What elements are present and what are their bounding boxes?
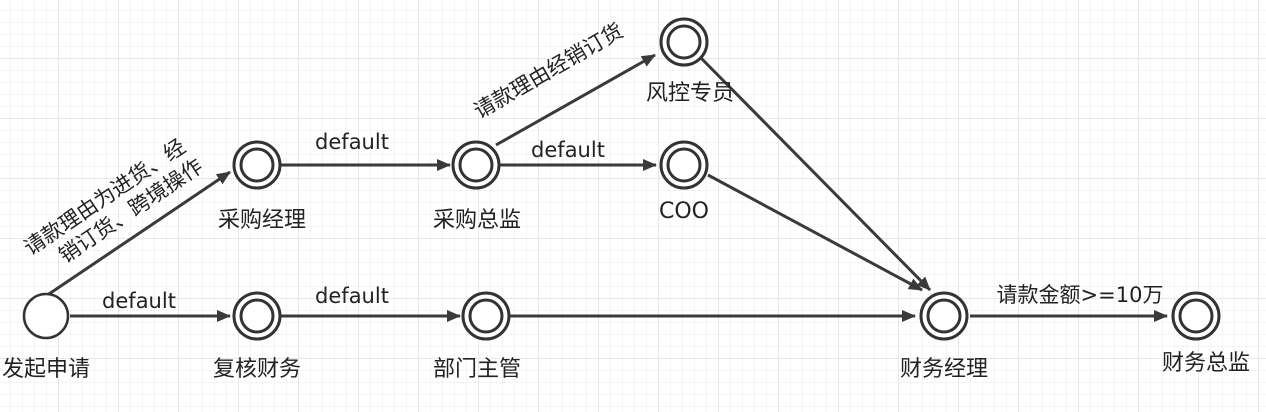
edge-coo-to-finance-manager — [707, 173, 923, 292]
node-risk-officer — [659, 17, 709, 67]
node-coo — [659, 140, 709, 190]
edge-purchase-director-to-risk-officer — [495, 53, 656, 147]
node-finance-manager — [919, 291, 969, 341]
edge-risk-officer-to-finance-manager — [699, 56, 932, 292]
label-review-finance: 复核财务 — [213, 357, 301, 382]
label-purchase-manager: 采购经理 — [218, 208, 306, 233]
node-purchase-director — [451, 140, 501, 190]
node-inner-ring — [468, 298, 504, 334]
node-inner-ring — [239, 147, 275, 183]
edge-label-start-to-review-finance: default — [102, 289, 176, 313]
edge-label-purchase-director-to-risk-officer: 请款理由经销订货 — [470, 19, 627, 124]
label-finance-manager: 财务经理 — [900, 357, 988, 382]
node-inner-ring — [666, 24, 702, 60]
edge-start-to-purchase-manager — [45, 170, 231, 298]
label-purchase-director: 采购总监 — [433, 208, 521, 233]
node-inner-ring — [1178, 298, 1214, 334]
edge-label-finance-manager-to-finance-director: 请款金额>=10万 — [997, 283, 1164, 307]
node-inner-ring — [926, 298, 962, 334]
node-review-finance — [232, 291, 282, 341]
node-finance-director — [1171, 291, 1221, 341]
node-inner-ring — [239, 298, 275, 334]
label-risk-officer: 风控专员 — [646, 81, 734, 106]
label-dept-head: 部门主管 — [433, 357, 521, 382]
label-coo: COO — [659, 199, 709, 224]
label-start: 发起申请 — [2, 357, 90, 382]
start-circle — [22, 292, 70, 340]
edge-label-review-finance-to-dept-head: default — [315, 284, 389, 308]
node-inner-ring — [458, 147, 494, 183]
node-inner-ring — [666, 147, 702, 183]
label-finance-director: 财务总监 — [1162, 351, 1250, 376]
node-dept-head — [461, 291, 511, 341]
edge-label-purchase-director-to-coo: default — [531, 138, 605, 162]
edge-label-purchase-manager-to-purchase-director: default — [315, 130, 389, 154]
node-start — [22, 292, 70, 340]
node-purchase-manager — [232, 140, 282, 190]
